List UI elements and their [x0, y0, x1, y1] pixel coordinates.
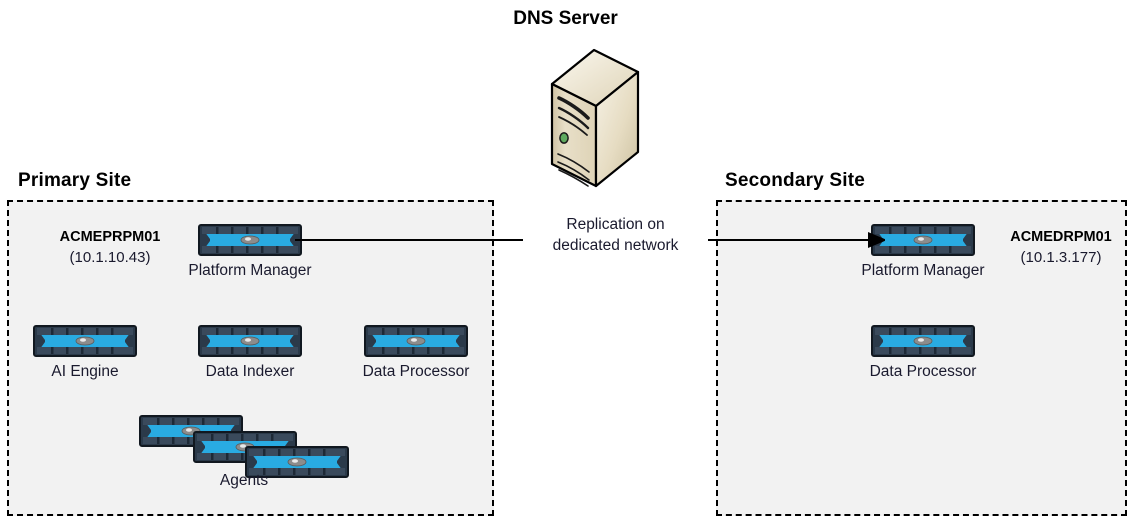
- secondary-host-ip: (10.1.3.177): [1020, 248, 1102, 266]
- primary-ai-engine-icon[interactable]: [33, 325, 137, 357]
- secondary-host-name: ACMEDRPM01: [1010, 229, 1112, 245]
- primary-host-ip: (10.1.10.43): [69, 248, 151, 266]
- primary-ai-engine-label: AI Engine: [51, 363, 119, 380]
- primary-agent-icon-front[interactable]: [245, 446, 349, 478]
- primary-platform-manager-label: Platform Manager: [188, 262, 312, 279]
- primary-host-label: ACMEPRPM01 (10.1.10.43): [38, 228, 182, 268]
- primary-platform-manager-icon[interactable]: [198, 224, 302, 256]
- secondary-data-processor-icon[interactable]: [871, 325, 975, 357]
- secondary-data-processor-label: Data Processor: [869, 363, 977, 380]
- primary-data-processor-icon[interactable]: [364, 325, 468, 357]
- primary-data-indexer-label: Data Indexer: [205, 363, 295, 380]
- primary-site-title: Primary Site: [18, 170, 132, 191]
- dns-server-icon: [546, 42, 644, 192]
- primary-data-processor-label: Data Processor: [362, 363, 470, 380]
- replication-label-line1: Replication on: [566, 216, 665, 233]
- secondary-platform-manager-label: Platform Manager: [861, 262, 985, 279]
- replication-label: Replication on dedicated network: [523, 213, 708, 258]
- secondary-host-label: ACMEDRPM01 (10.1.3.177): [998, 228, 1124, 268]
- dns-server-title: DNS Server: [513, 8, 618, 29]
- primary-host-name: ACMEPRPM01: [59, 229, 161, 245]
- primary-data-indexer-icon[interactable]: [198, 325, 302, 357]
- replication-label-line2: dedicated network: [552, 237, 679, 255]
- primary-agents-label: Agents: [219, 472, 269, 489]
- secondary-platform-manager-icon[interactable]: [871, 224, 975, 256]
- secondary-site-title: Secondary Site: [725, 170, 866, 191]
